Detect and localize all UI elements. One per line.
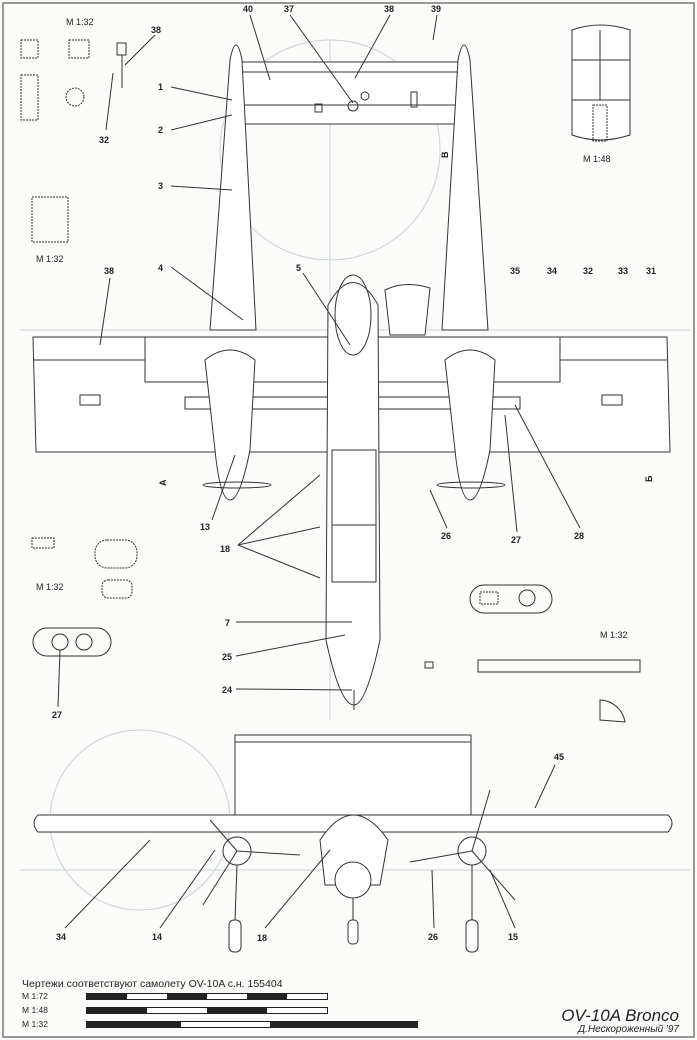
callout: 5: [296, 263, 301, 273]
callout: 37: [284, 4, 294, 14]
callout: 14: [152, 932, 162, 942]
callout-numbers: 38 32 40 37 38 39 1 2 3 4 5 38 35 34 32 …: [52, 4, 656, 943]
callout: 15: [508, 932, 518, 942]
callout: 38: [384, 4, 394, 14]
callout: 2: [158, 125, 163, 135]
callout: 45: [554, 752, 564, 762]
callout: 38: [104, 266, 114, 276]
callout: 27: [511, 535, 521, 545]
tail-plan-view: [209, 44, 489, 331]
callout: 4: [158, 263, 163, 273]
front-view: [33, 734, 673, 953]
callout: 32: [99, 135, 109, 145]
section-marks: В А Б: [158, 151, 654, 486]
scale-bar-label: M 1:72: [22, 991, 48, 1001]
section-mark-a: А: [158, 479, 168, 486]
leader-lines: [57, 14, 581, 929]
callout: 33: [618, 266, 628, 276]
scale-bar-m132: M 1:32: [22, 1019, 418, 1029]
callout: 31: [646, 266, 656, 276]
scale-label: M 1:32: [600, 630, 628, 640]
callout: 32: [583, 266, 593, 276]
callout: 34: [547, 266, 557, 276]
callout: 38: [151, 25, 161, 35]
section-mark-v: В: [440, 151, 450, 158]
detail-parts-right: [424, 584, 641, 723]
callout: 18: [257, 933, 267, 943]
callout: 26: [428, 932, 438, 942]
scale-labels: M 1:32 M 1:32 M 1:32 M 1:32 M 1:48: [36, 17, 628, 640]
fuselage-plan-view: [325, 274, 431, 710]
scale-label: M 1:32: [66, 17, 94, 27]
callout: 35: [510, 266, 520, 276]
scale-bar-label: M 1:48: [22, 1005, 48, 1015]
callout: 7: [225, 618, 230, 628]
callout: 34: [56, 932, 66, 942]
scale-label: M 1:48: [583, 154, 611, 164]
scale-label: M 1:32: [36, 582, 64, 592]
scale-bar-label: M 1:32: [22, 1019, 48, 1029]
scale-bar: [86, 1021, 418, 1028]
detail-parts-top-left: [20, 39, 138, 657]
callout: 3: [158, 181, 163, 191]
scale-bar-m148: M 1:48: [22, 1005, 328, 1015]
scale-bar: [86, 1007, 328, 1014]
drawing-title: OV-10A Bronco: [561, 1006, 679, 1025]
drawing-caption: Чертежи соответствуют самолету OV-10A с.…: [22, 978, 283, 990]
callout: 26: [441, 531, 451, 541]
drawing-author: Д.Нескороженный '97: [578, 1024, 679, 1035]
callout: 24: [222, 685, 232, 695]
callout: 39: [431, 4, 441, 14]
cockpit-detail: [571, 24, 631, 142]
callout: 25: [222, 652, 232, 662]
callout: 1: [158, 82, 163, 92]
section-mark-b: Б: [644, 475, 654, 482]
scale-bar-m172: M 1:72: [22, 991, 328, 1001]
callout: 13: [200, 522, 210, 532]
callout: 27: [52, 710, 62, 720]
callout: 28: [574, 531, 584, 541]
callout: 40: [243, 4, 253, 14]
scale-label: M 1:32: [36, 254, 64, 264]
scale-bar: [86, 993, 328, 1000]
callout: 18: [220, 544, 230, 554]
